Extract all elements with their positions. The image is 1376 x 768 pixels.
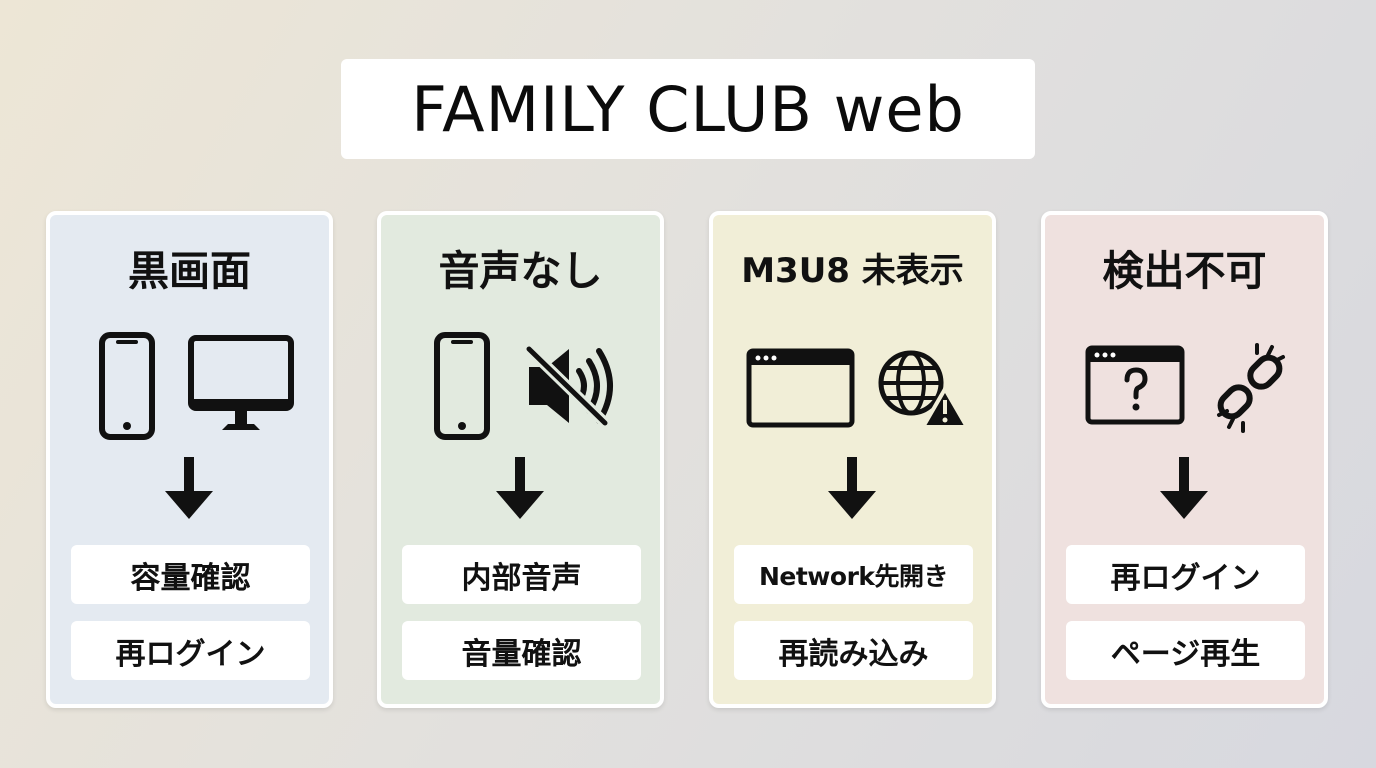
card-heading: M3U8 未表示 bbox=[741, 251, 964, 291]
card-icons bbox=[1045, 323, 1324, 453]
card-m3u8-not-shown: M3U8 未表示 bbox=[709, 211, 996, 708]
step-pill: 再ログイン bbox=[71, 621, 310, 680]
smartphone-icon bbox=[434, 332, 490, 440]
browser-window-icon bbox=[746, 348, 855, 428]
browser-question-icon bbox=[1085, 345, 1185, 425]
arrow-down-icon bbox=[162, 453, 216, 531]
arrow-down-icon bbox=[825, 453, 879, 531]
arrow-down-icon bbox=[493, 453, 547, 531]
step-pill: Network先開き bbox=[734, 545, 973, 604]
step-pill: 内部音声 bbox=[402, 545, 641, 604]
page-title: FAMILY CLUB web bbox=[411, 72, 965, 146]
broken-link-icon bbox=[1217, 343, 1285, 433]
card-icons bbox=[50, 323, 329, 453]
step-pill: 再読み込み bbox=[734, 621, 973, 680]
card-icons bbox=[713, 323, 992, 453]
step-pill: 再ログイン bbox=[1066, 545, 1305, 604]
title-box: FAMILY CLUB web bbox=[341, 59, 1035, 159]
smartphone-icon bbox=[99, 332, 155, 440]
card-not-detected: 検出不可 bbox=[1041, 211, 1328, 708]
card-icons bbox=[381, 323, 660, 453]
step-pill: ページ再生 bbox=[1066, 621, 1305, 680]
step-pill: 容量確認 bbox=[71, 545, 310, 604]
card-black-screen: 黒画面 容量確認 再ログイン bbox=[46, 211, 333, 708]
step-pill: 音量確認 bbox=[402, 621, 641, 680]
card-no-audio: 音声なし 内部音声 音量確認 bbox=[377, 211, 664, 708]
globe-warning-icon bbox=[878, 350, 969, 429]
monitor-icon bbox=[188, 335, 294, 430]
card-heading: 検出不可 bbox=[1102, 247, 1267, 295]
arrow-down-icon bbox=[1157, 453, 1211, 531]
speaker-muted-icon bbox=[525, 345, 613, 427]
card-heading: 音声なし bbox=[438, 247, 603, 295]
card-heading: 黒画面 bbox=[128, 247, 251, 295]
